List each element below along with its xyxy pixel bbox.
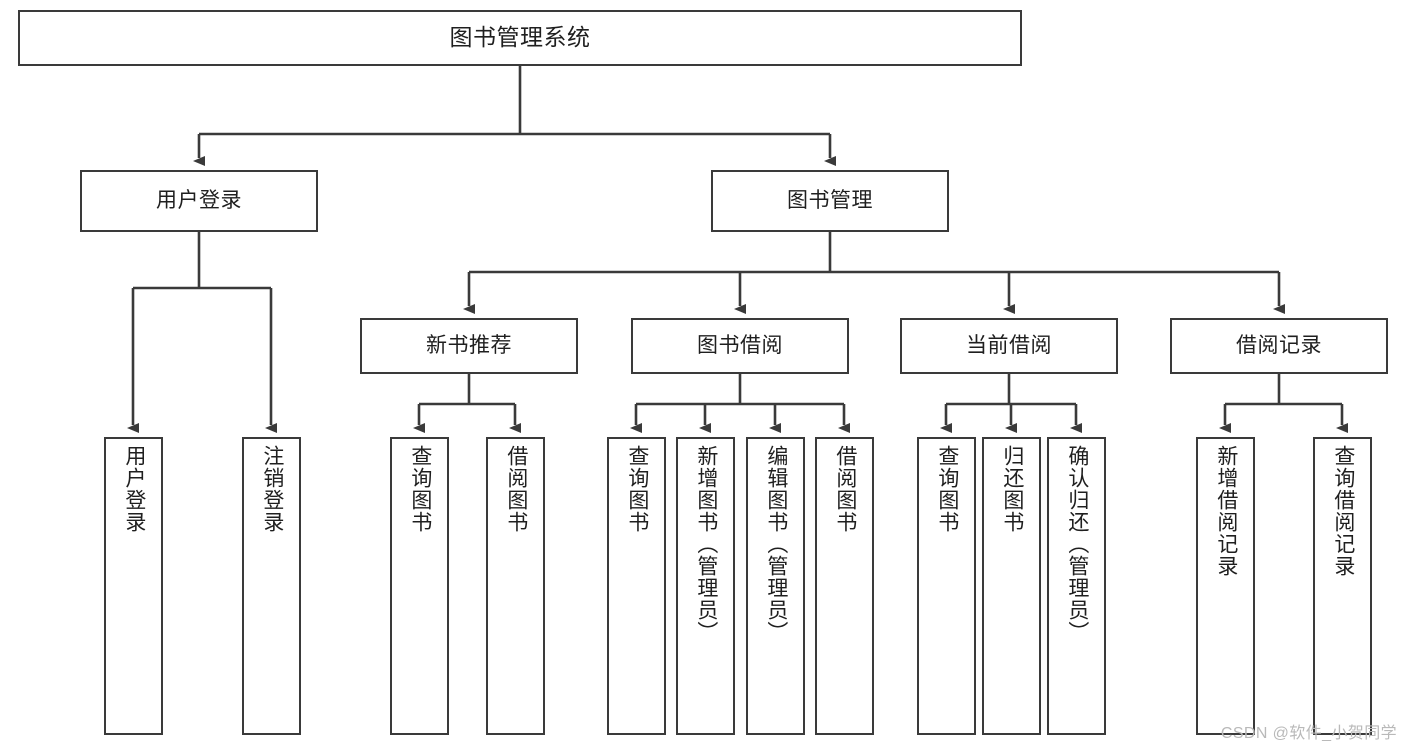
leaf-current-confirm-return[interactable]: 确认归还（管理员） <box>1047 437 1106 735</box>
leaf-borrow-query-book[interactable]: 查询图书 <box>607 437 666 735</box>
leaf-user-login-signin-label: 用户登录 <box>122 445 146 533</box>
node-book-borrow[interactable]: 图书借阅 <box>631 318 849 374</box>
leaf-records-query-record-label: 查询借阅记录 <box>1331 445 1355 577</box>
node-book-management-label: 图书管理 <box>787 189 873 213</box>
leaf-new-book-query-label: 查询图书 <box>408 445 432 533</box>
leaf-current-return-book-label: 归还图书 <box>1000 445 1024 533</box>
leaf-new-book-borrow-label: 借阅图书 <box>504 445 528 533</box>
watermark: CSDN @软件_小贺同学 <box>1220 725 1397 742</box>
node-current-borrow-label: 当前借阅 <box>966 334 1052 358</box>
leaf-borrow-edit-book[interactable]: 编辑图书（管理员） <box>746 437 805 735</box>
leaf-borrow-borrow-book-label: 借阅图书 <box>833 445 857 533</box>
leaf-borrow-borrow-book[interactable]: 借阅图书 <box>815 437 874 735</box>
leaf-borrow-add-book[interactable]: 新增图书（管理员） <box>676 437 735 735</box>
leaf-borrow-query-book-label: 查询图书 <box>625 445 649 533</box>
node-user-login[interactable]: 用户登录 <box>80 170 318 232</box>
node-current-borrow[interactable]: 当前借阅 <box>900 318 1118 374</box>
leaf-current-confirm-return-label: 确认归还（管理员） <box>1065 445 1089 643</box>
leaf-user-login-signin[interactable]: 用户登录 <box>104 437 163 735</box>
leaf-current-query-book-label: 查询图书 <box>935 445 959 533</box>
leaf-borrow-edit-book-label: 编辑图书（管理员） <box>764 445 788 643</box>
leaf-new-book-borrow[interactable]: 借阅图书 <box>486 437 545 735</box>
leaf-current-return-book[interactable]: 归还图书 <box>982 437 1041 735</box>
leaf-records-add-record[interactable]: 新增借阅记录 <box>1196 437 1255 735</box>
node-user-login-label: 用户登录 <box>156 189 242 213</box>
node-book-management[interactable]: 图书管理 <box>711 170 949 232</box>
leaf-records-add-record-label: 新增借阅记录 <box>1214 445 1238 577</box>
leaf-borrow-add-book-label: 新增图书（管理员） <box>694 445 718 643</box>
node-root-label: 图书管理系统 <box>449 24 591 51</box>
node-new-book-recommend-label: 新书推荐 <box>426 334 512 358</box>
leaf-new-book-query[interactable]: 查询图书 <box>390 437 449 735</box>
node-borrow-records[interactable]: 借阅记录 <box>1170 318 1388 374</box>
leaf-user-login-signout-label: 注销登录 <box>260 445 284 533</box>
leaf-current-query-book[interactable]: 查询图书 <box>917 437 976 735</box>
node-root[interactable]: 图书管理系统 <box>18 10 1022 66</box>
leaf-user-login-signout[interactable]: 注销登录 <box>242 437 301 735</box>
node-borrow-records-label: 借阅记录 <box>1236 334 1322 358</box>
leaf-records-query-record[interactable]: 查询借阅记录 <box>1313 437 1372 735</box>
node-new-book-recommend[interactable]: 新书推荐 <box>360 318 578 374</box>
node-book-borrow-label: 图书借阅 <box>697 334 783 358</box>
